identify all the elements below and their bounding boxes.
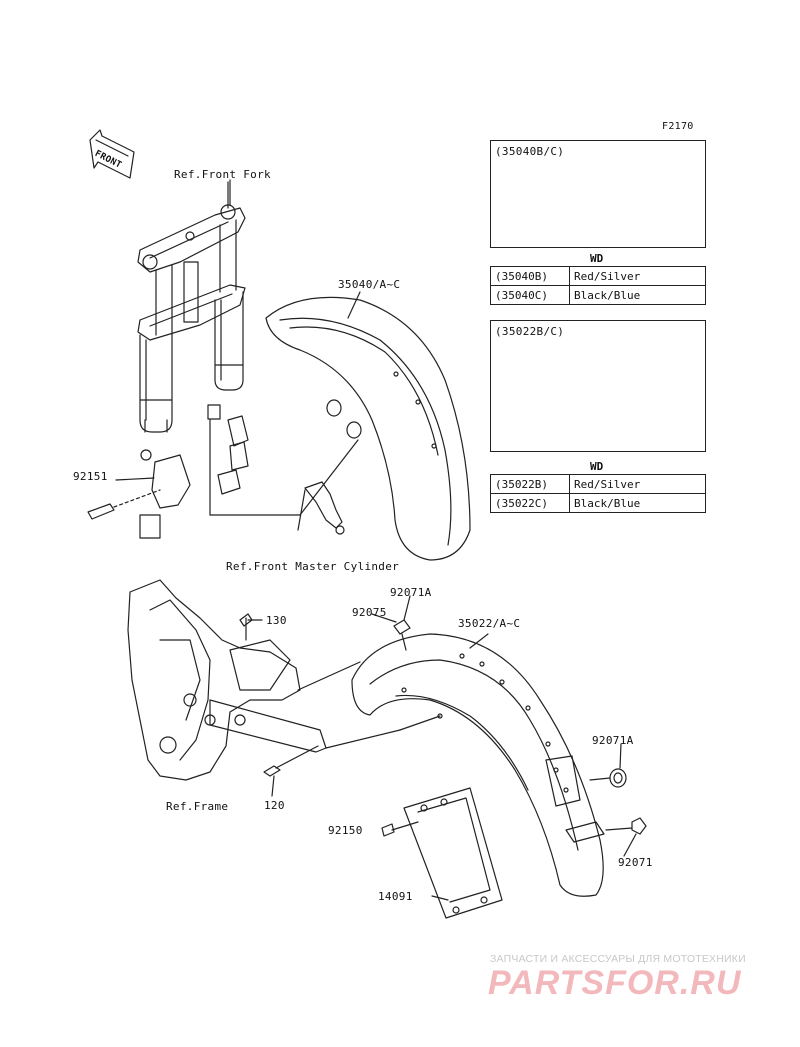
frame-drawing (127, 579, 441, 781)
table-cell-part: (35022C) (490, 493, 570, 513)
watermark-tagline: ЗАПЧАСТИ И АКСЕССУАРЫ ДЛЯ МОТОТЕХНИКИ (490, 953, 746, 965)
label-92071a-top: 92071A (390, 586, 432, 599)
label-92071: 92071 (618, 856, 653, 869)
inset-front-fender-box (490, 140, 706, 248)
table-cell-color: Black/Blue (569, 493, 706, 513)
label-ref-front-master-cylinder: Ref.Front Master Cylinder (226, 560, 400, 573)
table-cell-part: (35022B) (490, 474, 570, 494)
label-35022: 35022/A~C (458, 617, 521, 630)
inset-front-color-table: (35040B) Red/Silver (35040C) Black/Blue (490, 266, 706, 305)
label-120: 120 (264, 799, 285, 812)
table-cell-color: Red/Silver (569, 266, 706, 286)
inset-rear-title: (35022B/C) (495, 325, 565, 338)
table-cell-color: Red/Silver (569, 474, 706, 494)
label-130: 130 (266, 614, 287, 627)
inset-rear-fender-box (490, 320, 706, 452)
inset-rear-wd-header: WD (590, 460, 604, 473)
label-ref-frame: Ref.Frame (166, 800, 229, 813)
label-ref-front-fork: Ref.Front Fork (174, 168, 271, 181)
label-92150: 92150 (328, 824, 363, 837)
inset-front-wd-header: WD (590, 252, 604, 265)
inset-rear-color-table: (35022B) Red/Silver (35022C) Black/Blue (490, 474, 706, 513)
table-row: (35040C) Black/Blue (490, 285, 706, 305)
table-cell-color: Black/Blue (569, 285, 706, 305)
label-14091: 14091 (378, 890, 413, 903)
table-cell-part: (35040C) (490, 285, 570, 305)
table-row: (35022C) Black/Blue (490, 493, 706, 513)
table-row: (35040B) Red/Silver (490, 266, 706, 286)
front-fork-drawing (87, 179, 359, 539)
table-row: (35022B) Red/Silver (490, 474, 706, 494)
rear-fender-drawing (239, 613, 647, 897)
label-35040: 35040/A~C (338, 278, 401, 291)
watermark-logo: PARTSFOR.RU (488, 964, 742, 1002)
label-92151: 92151 (73, 470, 108, 483)
label-92071a-right: 92071A (592, 734, 634, 747)
rear-plate-drawing (381, 787, 503, 919)
figure-code: F2170 (662, 121, 694, 132)
label-92075: 92075 (352, 606, 387, 619)
inset-front-title: (35040B/C) (495, 145, 565, 158)
front-arrow-icon (89, 129, 135, 179)
front-fender-drawing (265, 296, 471, 561)
table-cell-part: (35040B) (490, 266, 570, 286)
